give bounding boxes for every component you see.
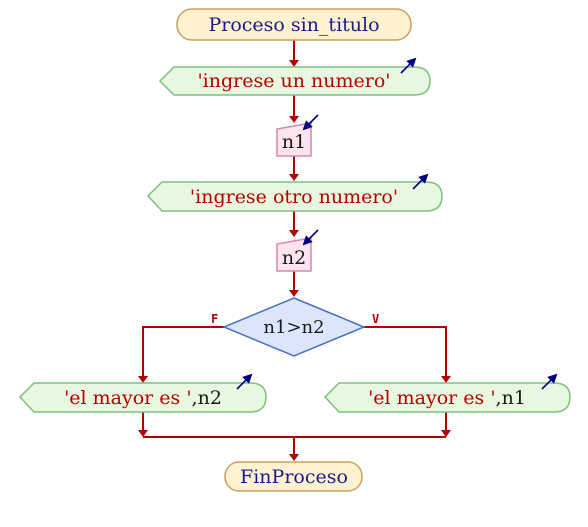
arrowhead <box>289 116 299 123</box>
input-arrow-icon <box>302 229 319 246</box>
arrowhead <box>441 430 451 437</box>
arrowhead <box>289 174 299 181</box>
output-step-true[interactable]: 'el mayor es ',n1 <box>323 373 571 413</box>
false-output-text: 'el mayor es ',n2 <box>64 387 222 409</box>
true-branch-label: V <box>372 312 379 326</box>
output-step-1[interactable]: 'ingrese un numero' <box>158 57 431 96</box>
output-1-text: 'ingrese un numero' <box>197 70 390 92</box>
output-arrow-icon <box>412 173 429 190</box>
end-terminal[interactable]: FinProceso <box>224 461 363 492</box>
start-label: Proceso sin_titulo <box>208 14 379 36</box>
input-step-1[interactable]: n1 <box>276 114 319 157</box>
end-label: FinProceso <box>240 466 348 488</box>
arrowhead <box>289 290 299 297</box>
decision-condition: n1>n2 <box>263 317 324 338</box>
arrowhead <box>138 376 148 383</box>
flow-connectors <box>138 40 451 461</box>
start-terminal[interactable]: Proceso sin_titulo <box>176 8 412 41</box>
output-arrow-icon <box>541 373 558 390</box>
input-step-2[interactable]: n2 <box>276 229 319 272</box>
connector-false-branch <box>142 326 224 378</box>
arrowhead <box>289 454 299 461</box>
input-arrow-icon <box>302 114 319 131</box>
arrowhead <box>289 230 299 237</box>
arrowhead <box>289 60 299 67</box>
decision-node[interactable]: n1>n2 <box>222 297 366 357</box>
connector-true-branch <box>364 326 447 378</box>
false-branch-label: F <box>211 312 218 326</box>
output-step-false[interactable]: 'el mayor es ',n2 <box>18 373 267 413</box>
true-output-text: 'el mayor es ',n1 <box>368 387 526 409</box>
arrowhead <box>441 376 451 383</box>
output-2-text: 'ingrese otro numero' <box>190 186 398 208</box>
output-arrow-icon <box>236 373 253 390</box>
input-1-variable: n1 <box>282 131 306 153</box>
output-arrow-icon <box>400 57 417 74</box>
input-2-variable: n2 <box>282 247 306 269</box>
arrowhead <box>138 430 148 437</box>
output-step-2[interactable]: 'ingrese otro numero' <box>146 173 443 212</box>
